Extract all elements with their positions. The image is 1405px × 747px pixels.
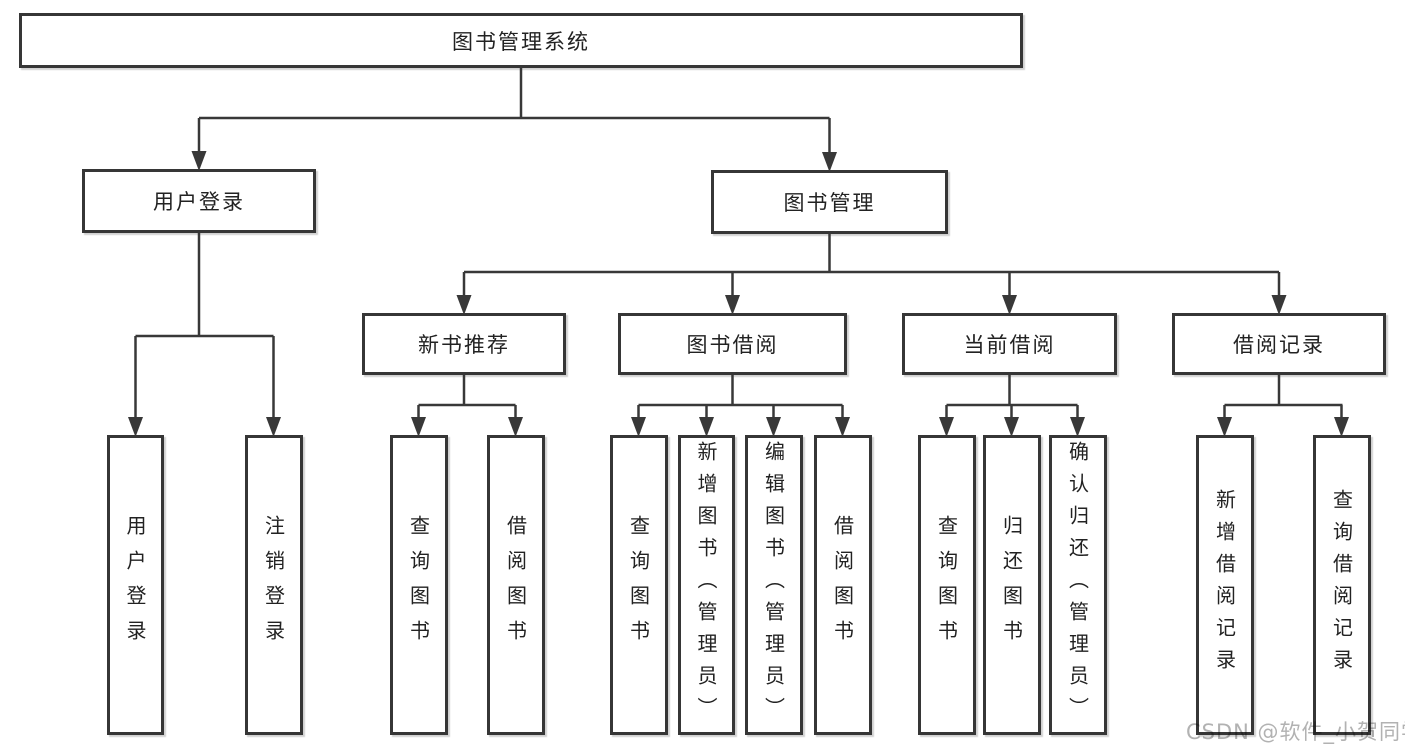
leaf-logout: 注销登录 — [245, 435, 303, 735]
leaf-user-login: 用户登录 — [107, 435, 164, 735]
leaf-query-borrow-record: 查询借阅记录 — [1313, 435, 1371, 735]
node-label: 图书管理系统 — [452, 29, 590, 54]
node-label: 借阅记录 — [1233, 333, 1325, 357]
node-label: 图书借阅 — [686, 333, 779, 357]
node-borrowing-records: 借阅记录 — [1172, 313, 1386, 375]
node-label: 用户登录 — [123, 515, 147, 655]
leaf-add-book-admin: 新增图书（管理员） — [678, 435, 735, 735]
leaf-query-books-recommend: 查询图书 — [390, 435, 448, 735]
node-label: 当前借阅 — [963, 333, 1056, 357]
node-label: 新增图书（管理员） — [694, 441, 718, 729]
node-book-borrowing: 图书借阅 — [618, 313, 847, 375]
leaf-borrow-books-recommend: 借阅图书 — [487, 435, 545, 735]
node-label: 借阅图书 — [503, 515, 528, 655]
node-new-book-recommend: 新书推荐 — [362, 313, 566, 375]
node-label: 新增借阅记录 — [1212, 489, 1237, 681]
node-label: 归还图书 — [999, 515, 1024, 655]
node-book-management: 图书管理 — [711, 170, 948, 234]
leaf-confirm-return-admin: 确认归还（管理员） — [1049, 435, 1107, 735]
node-label: 借阅图书 — [830, 515, 855, 655]
node-label: 编辑图书（管理员） — [761, 441, 786, 729]
node-label: 查询借阅记录 — [1329, 489, 1354, 681]
node-label: 确认归还（管理员） — [1065, 441, 1090, 729]
node-user-login: 用户登录 — [82, 169, 316, 233]
node-label: 查询图书 — [626, 515, 651, 655]
leaf-query-books-current: 查询图书 — [918, 435, 976, 735]
leaf-add-borrow-record: 新增借阅记录 — [1196, 435, 1254, 735]
leaf-edit-book-admin: 编辑图书（管理员） — [745, 435, 803, 735]
leaf-borrow-books-borrowing: 借阅图书 — [814, 435, 872, 735]
node-current-borrowing: 当前借阅 — [902, 313, 1117, 375]
csdn-watermark: CSDN @软件_小贺同学 — [1186, 720, 1405, 744]
node-label: 图书管理 — [783, 191, 876, 215]
node-label: 注销登录 — [261, 515, 286, 655]
leaf-return-books: 归还图书 — [983, 435, 1041, 735]
node-label: 用户登录 — [153, 190, 245, 214]
leaf-query-books-borrowing: 查询图书 — [610, 435, 668, 735]
node-label: 新书推荐 — [418, 333, 510, 357]
node-label: 查询图书 — [406, 515, 431, 655]
node-label: 查询图书 — [934, 515, 959, 655]
node-library-system: 图书管理系统 — [19, 13, 1023, 68]
